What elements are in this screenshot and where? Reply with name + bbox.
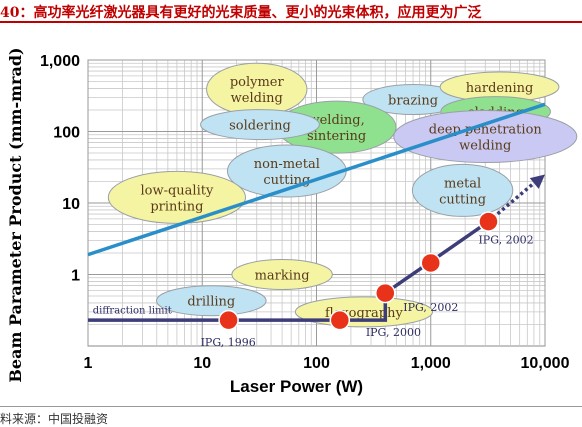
region-label-line: hardening [466,81,534,96]
region-label-line: brazing [388,94,438,109]
x-tick-label: 1,000 [411,355,451,372]
bpp-vs-power-chart: polymerweldingbrazinghardeningcladdingwe… [6,47,578,396]
series-line [87,102,546,257]
region-label-line: low-quality [140,183,213,198]
source-divider [0,406,582,407]
trend-arrow-head [529,174,545,189]
figure-source: 料来源：中国投融资 [0,412,109,426]
region-label: drilling [187,295,235,310]
application-regions: polymerweldingbrazinghardeningcladdingwe… [107,62,578,328]
region-label-line: non-metal [254,157,320,172]
region-ellipse [155,285,267,317]
region-label-line: soldering [229,119,291,134]
y-tick-label: 1 [71,268,80,285]
marker-label: IPG, 2000 [366,326,421,339]
title-divider [0,21,582,23]
region-ellipse [411,163,514,217]
region-label-line: cutting [439,192,486,207]
x-tick-label: 1 [84,355,93,372]
region-label-line: cutting [263,173,310,188]
marker-label: IPG, 2002 [478,234,533,247]
data-marker [218,309,239,331]
region-label-line: printing [150,199,203,214]
region-label: soldering [229,119,291,134]
region-label-line: sintering [307,129,366,144]
data-marker [375,282,396,304]
trend-arrow-line [487,179,539,223]
region-ellipse [107,170,247,224]
x-tick-label: 10,000 [521,355,570,372]
region-ellipse [231,259,333,290]
y-axis-title: Beam Parameter Product (mm-mrad) [6,47,25,382]
region-label-line: welding [231,91,283,106]
region-ellipse [393,110,578,164]
region-label-line: welding [459,139,511,154]
region-label: marking [255,269,310,284]
region-label: welding,sintering [307,113,366,144]
figure-header: 40：高功率光纤激光器具有更好的光束质量、更小的光束体积，应用更为广泛 [0,0,582,23]
x-axis-title: Laser Power (W) [230,377,363,396]
region-label-line: drilling [187,295,235,310]
region-label-line: marking [255,269,310,284]
data-marker [329,309,351,331]
region-label: hardening [466,81,534,96]
diffraction-limit-label: diffraction limit [93,306,172,317]
data-marker [478,211,499,232]
region-label-line: polymer [230,75,285,90]
data-marker [420,252,441,274]
y-tick-label: 100 [53,125,80,142]
x-tick-label: 100 [303,355,330,372]
figure-title: 40：高功率光纤激光器具有更好的光束质量、更小的光束体积，应用更为广泛 [0,5,482,21]
region-label: brazing [388,94,438,109]
region-label-line: welding, [308,113,364,128]
marker-label: IPG, 2002 [403,301,458,314]
region-label-line: metal [444,176,481,191]
region-ellipse [200,109,320,141]
y-tick-label: 1,000 [40,53,80,70]
x-tick-label: 10 [193,355,211,372]
marker-label: IPG, 1996 [201,336,256,349]
y-tick-label: 10 [62,196,80,213]
